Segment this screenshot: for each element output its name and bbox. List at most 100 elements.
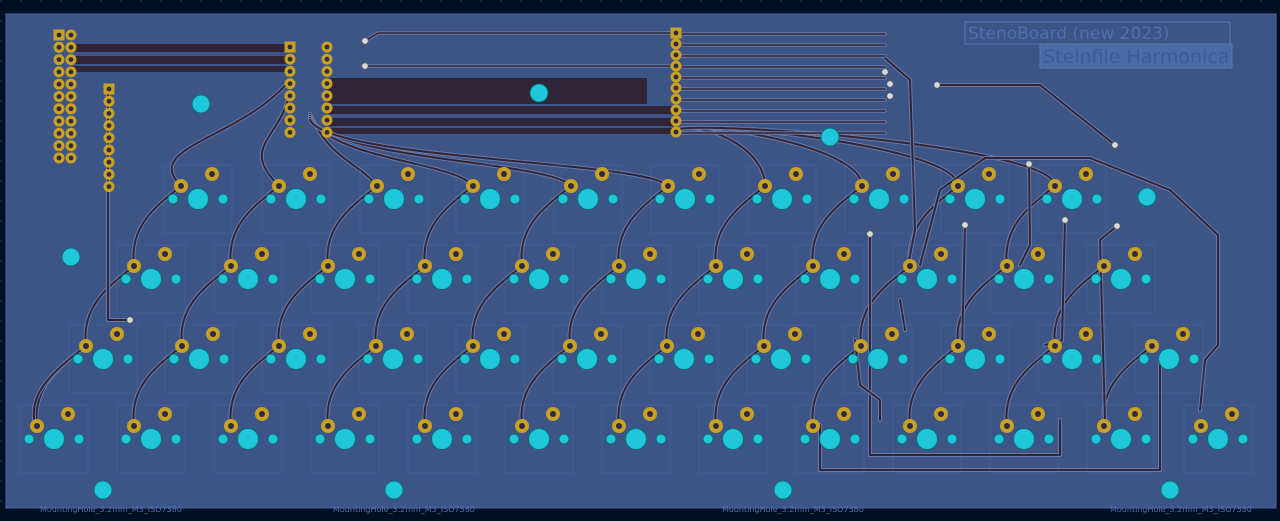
key-switch[interactable] <box>164 324 234 394</box>
key-switch[interactable] <box>163 164 233 234</box>
track[interactable] <box>277 265 329 347</box>
track[interactable] <box>180 265 232 347</box>
track[interactable] <box>961 224 966 351</box>
track[interactable] <box>229 185 280 267</box>
key-switch[interactable] <box>649 324 719 394</box>
pin-header[interactable] <box>53 29 65 164</box>
key-switch[interactable] <box>552 324 622 394</box>
track[interactable] <box>1053 265 1105 347</box>
track[interactable] <box>617 185 669 267</box>
track[interactable] <box>32 346 86 426</box>
track[interactable] <box>714 345 765 427</box>
track[interactable] <box>326 345 377 427</box>
track[interactable] <box>674 126 1056 187</box>
track[interactable] <box>326 185 378 267</box>
key-switch[interactable] <box>19 404 89 474</box>
via[interactable] <box>886 80 894 88</box>
key-switch[interactable] <box>892 244 962 314</box>
key-switch[interactable] <box>1037 164 1107 234</box>
key-switch[interactable] <box>504 244 574 314</box>
track[interactable] <box>170 79 291 187</box>
mounting-hole[interactable] <box>191 94 211 114</box>
via[interactable] <box>361 62 369 70</box>
key-switch[interactable] <box>116 404 186 474</box>
key-switch[interactable] <box>504 404 574 474</box>
mounting-hole[interactable] <box>773 480 793 500</box>
pin-header[interactable] <box>284 41 296 138</box>
key-switch[interactable] <box>310 244 380 314</box>
pin-header[interactable] <box>103 83 115 193</box>
key-switch[interactable] <box>698 404 768 474</box>
track[interactable] <box>423 345 474 427</box>
track[interactable] <box>859 265 911 347</box>
via[interactable] <box>1111 141 1119 149</box>
track[interactable] <box>1005 345 1056 427</box>
via[interactable] <box>886 92 894 100</box>
key-switch[interactable] <box>940 164 1010 234</box>
key-switch[interactable] <box>844 164 914 234</box>
track[interactable] <box>665 265 717 347</box>
track[interactable] <box>374 265 426 347</box>
key-switch[interactable] <box>553 164 623 234</box>
mounting-hole[interactable] <box>384 480 404 500</box>
via[interactable] <box>881 68 889 76</box>
mounting-hole[interactable] <box>61 247 81 267</box>
key-switch[interactable] <box>213 244 283 314</box>
key-switch[interactable] <box>746 324 816 394</box>
key-switch[interactable] <box>601 244 671 314</box>
track[interactable] <box>956 265 1008 347</box>
key-switch[interactable] <box>1183 404 1253 474</box>
via[interactable] <box>126 316 134 324</box>
via[interactable] <box>1025 160 1033 168</box>
track[interactable] <box>908 345 959 427</box>
key-switch[interactable] <box>795 244 865 314</box>
track[interactable] <box>811 185 863 267</box>
key-switch[interactable] <box>601 404 671 474</box>
key-switch[interactable] <box>892 404 962 474</box>
pin-header[interactable] <box>670 27 682 138</box>
track[interactable] <box>869 233 1061 456</box>
mounting-hole[interactable] <box>93 480 113 500</box>
track[interactable] <box>364 32 677 42</box>
key-switch[interactable] <box>698 244 768 314</box>
track[interactable] <box>884 57 916 266</box>
key-switch[interactable] <box>68 324 138 394</box>
key-switch[interactable] <box>1134 324 1204 394</box>
key-switch[interactable] <box>310 404 380 474</box>
key-switch[interactable] <box>261 164 331 234</box>
via[interactable] <box>1113 222 1121 230</box>
bus-tracks[interactable] <box>70 44 675 134</box>
track[interactable] <box>568 265 620 347</box>
via[interactable] <box>1061 216 1069 224</box>
track[interactable] <box>471 265 523 347</box>
mounting-hole[interactable] <box>529 83 549 103</box>
key-switch[interactable] <box>359 164 429 234</box>
pin-header[interactable] <box>65 29 77 164</box>
track[interactable] <box>936 84 1116 146</box>
key-switch[interactable] <box>116 244 186 314</box>
mounting-hole[interactable] <box>820 127 840 147</box>
key-switch[interactable] <box>358 324 428 394</box>
key-switch[interactable] <box>455 164 525 234</box>
key-switch[interactable] <box>989 404 1059 474</box>
connectors-layer[interactable] <box>53 27 1121 324</box>
track[interactable] <box>309 119 669 187</box>
key-switch[interactable] <box>213 404 283 474</box>
key-switch[interactable] <box>261 324 331 394</box>
via[interactable] <box>866 230 874 238</box>
key-switch[interactable] <box>747 164 817 234</box>
pin-header[interactable] <box>321 41 333 138</box>
via[interactable] <box>361 37 369 45</box>
track[interactable] <box>520 185 572 267</box>
key-switch-grid[interactable] <box>19 164 1253 474</box>
track[interactable] <box>1005 185 1056 267</box>
via[interactable] <box>933 81 941 89</box>
key-switch[interactable] <box>407 244 477 314</box>
track[interactable] <box>229 345 280 427</box>
key-switch[interactable] <box>940 324 1010 394</box>
track[interactable] <box>84 265 135 347</box>
track[interactable] <box>762 265 814 347</box>
track[interactable] <box>520 345 571 427</box>
